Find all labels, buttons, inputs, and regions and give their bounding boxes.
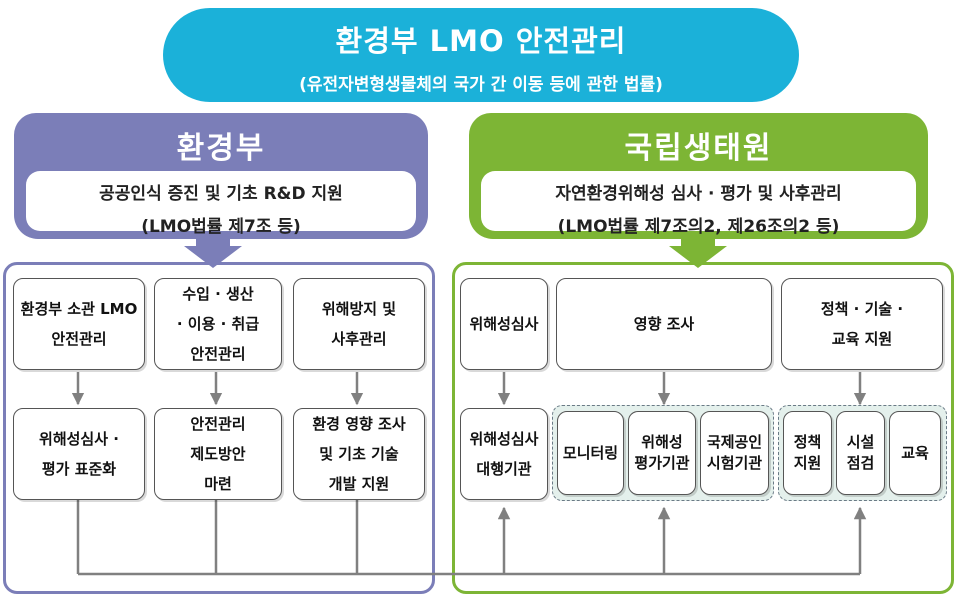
- right-top-box-review: 위해성심사: [460, 278, 548, 370]
- right-dept-header: 국립생태원 자연환경위해성 심사 · 평가 및 사후관리 (LMO법률 제7조의…: [469, 113, 928, 239]
- box-line: 및 기초 기술: [319, 445, 399, 463]
- box-line: 평가기관: [634, 454, 690, 472]
- box-line: 위해성: [641, 433, 683, 451]
- box-line: 교육: [901, 443, 929, 462]
- box-line: 위해성심사 ·: [39, 430, 119, 448]
- box-line: 영향 조사: [633, 315, 695, 333]
- box-line: 안전관리: [51, 330, 107, 348]
- box-line: 정책: [793, 433, 822, 451]
- box-line: 평가 표준화: [41, 460, 117, 478]
- left-dept-description: 공공인식 증진 및 기초 R&D 지원 (LMO법률 제7조 등): [26, 171, 416, 237]
- left-desc-line2: (LMO법률 제7조 등): [141, 217, 301, 237]
- box-line: 마련: [204, 475, 232, 493]
- box-line: 환경 영향 조사: [312, 415, 406, 433]
- box-line: 점검: [846, 454, 875, 472]
- box-line: 시설: [846, 433, 875, 451]
- box-line: 안전관리: [190, 345, 246, 363]
- group1-box-monitoring: 모니터링: [557, 411, 624, 495]
- left-dept-title: 환경부: [176, 131, 266, 166]
- right-top-box-impact: 영향 조사: [556, 278, 772, 370]
- right-top-box-support: 정책 · 기술 · 교육 지원: [781, 278, 943, 370]
- box-line: 제도방안: [190, 445, 246, 463]
- box-line: 사후관리: [331, 330, 387, 348]
- box-line: 국제공인: [706, 433, 763, 451]
- right-desc-line1: 자연환경위해성 심사 · 평가 및 사후관리: [555, 184, 842, 204]
- box-line: 위해성심사: [469, 315, 539, 333]
- box-line: 수입 · 생산: [182, 285, 254, 303]
- box-line: · 이용 · 취급: [176, 315, 260, 333]
- box-line: 시험기관: [706, 454, 763, 472]
- box-line: 안전관리: [190, 415, 246, 433]
- left-desc-line1: 공공인식 증진 및 기초 R&D 지원: [99, 184, 343, 204]
- box-line: 교육 지원: [831, 330, 893, 348]
- banner-subtitle: (유전자변형생물체의 국가 간 이동 등에 관한 법률): [299, 75, 663, 95]
- right-dept-title: 국립생태원: [624, 131, 773, 166]
- box-line: 위해성심사: [469, 430, 539, 448]
- box-line: 개발 지원: [328, 475, 390, 493]
- box-line: 환경부 소관 LMO: [20, 300, 138, 318]
- box-line: 정책 · 기술 ·: [820, 300, 904, 318]
- box-line: 지원: [793, 454, 822, 472]
- left-dept-header: 환경부 공공인식 증진 및 기초 R&D 지원 (LMO법률 제7조 등): [14, 113, 428, 239]
- top-banner: 환경부 LMO 안전관리 (유전자변형생물체의 국가 간 이동 등에 관한 법률…: [163, 8, 799, 102]
- box-line: 모니터링: [562, 443, 619, 462]
- box-line: 위해방지 및: [321, 300, 397, 318]
- box-line: 대행기관: [476, 460, 532, 478]
- right-dept-description: 자연환경위해성 심사 · 평가 및 사후관리 (LMO법률 제7조의2, 제26…: [481, 171, 916, 237]
- right-desc-line2: (LMO법률 제7조의2, 제26조의2 등): [557, 217, 840, 237]
- banner-title: 환경부 LMO 안전관리: [335, 24, 627, 58]
- left-bottom-box-1: 위해성심사 · 평가 표준화: [13, 408, 145, 500]
- left-top-box-1: 환경부 소관 LMO 안전관리: [13, 278, 145, 370]
- group2-box-education: 교육: [889, 411, 941, 495]
